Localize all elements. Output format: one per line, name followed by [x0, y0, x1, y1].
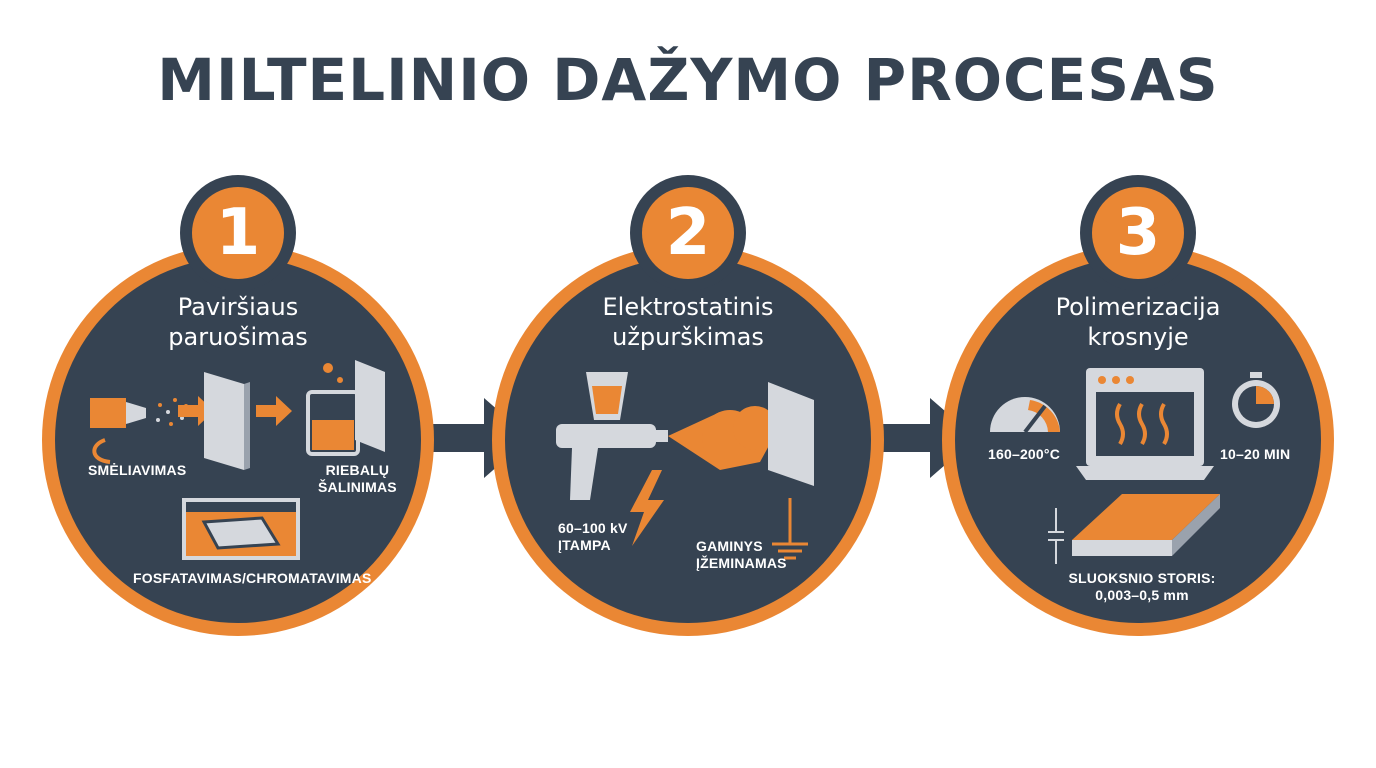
- ground-label-line1: GAMINYS: [696, 538, 763, 554]
- step-3-heading: Polimerizacija krosnyje: [1008, 292, 1268, 352]
- ground-label-line2: ĮŽEMINAMAS: [696, 555, 787, 571]
- voltage-label: 60–100 kV ĮTAMPA: [558, 520, 628, 554]
- step-1-heading-line1: Paviršiaus: [177, 293, 299, 321]
- voltage-label-line1: 60–100 kV: [558, 520, 628, 536]
- thickness-label: SLUOKSNIO STORIS: 0,003–0,5 mm: [1062, 570, 1222, 604]
- step-2-number: 2: [665, 196, 711, 270]
- spray-gun-icon: [556, 372, 668, 500]
- page-title: MILTELINIO DAŽYMO PROCESAS: [157, 46, 1219, 114]
- ground-label: GAMINYS ĮŽEMINAMAS: [696, 538, 787, 572]
- arrow-right-icon: [256, 396, 292, 426]
- sandblast-label: SMĖLIAVIMAS: [88, 462, 187, 478]
- degrease-label: RIEBALŲ ŠALINIMAS: [318, 462, 397, 496]
- time-label: 10–20 MIN: [1220, 446, 1291, 462]
- thickness-label-line1: SLUOKSNIO STORIS:: [1068, 570, 1216, 586]
- coated-plate-icon: [1048, 494, 1220, 564]
- thickness-label-line2: 0,003–0,5 mm: [1095, 587, 1189, 603]
- gauge-icon: [990, 397, 1060, 434]
- metal-panel-icon: [204, 372, 250, 470]
- step-2-heading: Elektrostatinis užpurškimas: [558, 292, 818, 352]
- ground-icon: [772, 498, 808, 560]
- lightning-icon: [630, 470, 664, 546]
- metal-panel-icon: [355, 360, 385, 452]
- step-3-heading-line2: krosnyje: [1087, 323, 1189, 351]
- metal-panel-icon: [768, 382, 814, 486]
- step-1-heading-line2: paruošimas: [168, 323, 308, 351]
- step-2-heading-line1: Elektrostatinis: [602, 293, 774, 321]
- stopwatch-icon: [1232, 372, 1280, 428]
- phosphate-label: FOSFATAVIMAS/CHROMATAVIMAS: [133, 570, 372, 586]
- step-3-number: 3: [1115, 196, 1161, 270]
- dip-tank-icon: [182, 498, 300, 560]
- powder-cloud-icon: [668, 406, 777, 470]
- degrease-label-line1: RIEBALŲ: [325, 462, 390, 478]
- degrease-label-line2: ŠALINIMAS: [318, 479, 397, 495]
- temperature-label: 160–200°C: [988, 446, 1061, 462]
- step-1-heading: Paviršiaus paruošimas: [108, 292, 368, 352]
- step-2-heading-line2: užpurškimas: [612, 323, 764, 351]
- step-3-heading-line1: Polimerizacija: [1055, 293, 1221, 321]
- step-1-number: 1: [215, 196, 261, 270]
- oven-icon: [1076, 368, 1214, 480]
- voltage-label-line2: ĮTAMPA: [558, 537, 611, 553]
